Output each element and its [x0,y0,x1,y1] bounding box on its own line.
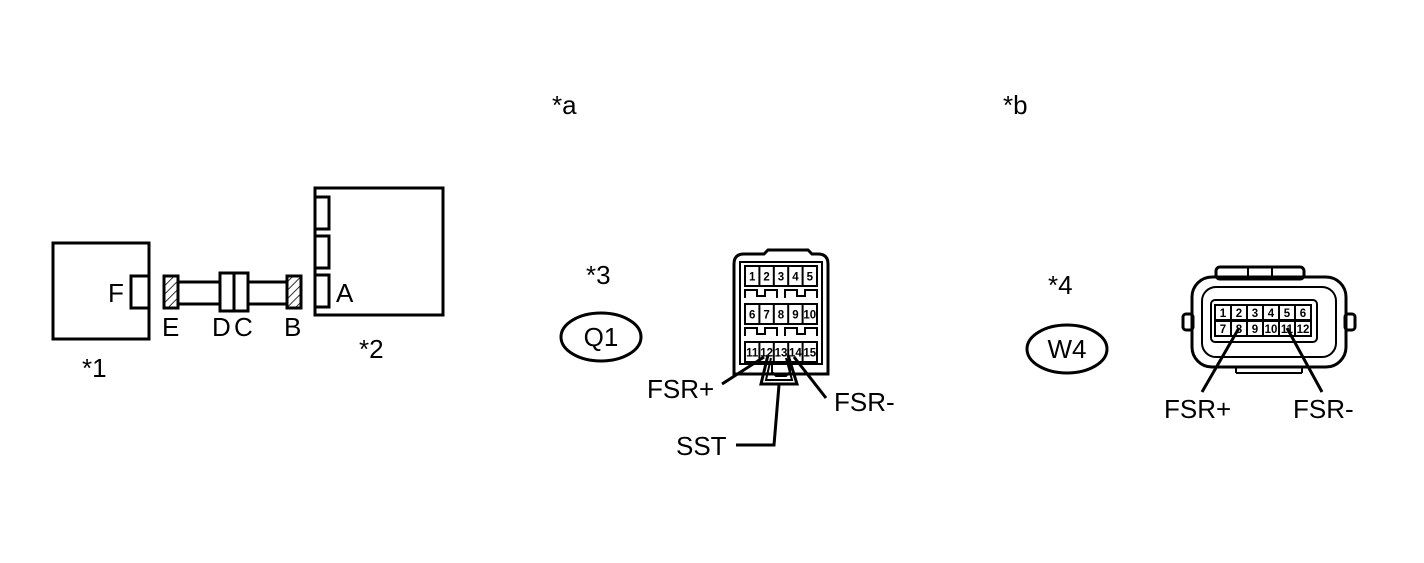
section-a-label: *a [552,90,577,120]
connector-w4-id: W4 [1048,334,1087,364]
w4-pin: 10 [1265,324,1278,336]
q1-pin: 10 [803,310,816,322]
connector-a-label: A [336,278,354,308]
sst-label: SST [676,431,727,461]
connector-f-port [129,274,151,310]
q1-pin: 6 [749,310,755,322]
q1-pin: 11 [746,348,759,360]
component-2-port-1 [313,195,331,231]
connector-q1-id: Q1 [584,322,619,352]
connector-q1-housing [732,248,830,376]
connector-w4-pin-frame [1210,299,1318,343]
harness-section: F *1 E D C B A *2 [51,186,445,383]
connector-w4-ear-left [1181,312,1195,332]
w4-pin: 3 [1252,308,1258,320]
fsr-minus-leader-w4 [1285,327,1324,393]
connector-w4-ear-right [1343,312,1357,332]
w4-pin: 9 [1252,324,1258,336]
connector-w4-section: *b *4 W4 1 2 3 4 5 6 [1003,90,1357,424]
connector-w4-row-1: 1 2 3 4 5 6 [1214,304,1312,321]
connector-a-port [313,273,331,309]
q1-pin: 7 [763,310,769,322]
connector-q1-inner-frame [739,261,823,365]
q1-pin: 1 [749,272,756,284]
component-2-label: *2 [359,334,384,364]
connector-e-label: E [162,312,179,342]
fsr-minus-label-q1: FSR- [834,387,895,417]
w4-pin: 12 [1297,324,1310,336]
w4-pin: 7 [1220,324,1226,336]
q1-pin: 4 [792,272,799,284]
connector-d-body [218,271,236,313]
q1-pin: 9 [792,310,798,322]
fsr-minus-label-w4: FSR- [1293,394,1354,424]
connector-f-label: F [108,278,124,308]
connector-c-label: C [234,312,253,342]
sst-leader [736,384,781,447]
w4-pin: 5 [1284,308,1291,320]
connector-q1-section: *a *3 Q1 1 2 3 4 5 [552,90,895,461]
w4-pin: 6 [1300,308,1306,320]
section-b-label: *b [1003,90,1028,120]
q1-pin: 5 [807,272,814,284]
component-2-body [313,186,445,317]
fsr-plus-label-w4: FSR+ [1164,394,1231,424]
connector-q1-cavities [744,289,818,336]
q1-pin: 3 [778,272,784,284]
q1-pin: 2 [763,272,769,284]
q1-pin: 14 [789,348,802,360]
connector-w4-row-2: 7 8 9 10 11 12 [1214,320,1312,337]
fsr-plus-label-q1: FSR+ [647,374,714,404]
connector-d-label: D [212,312,231,342]
q1-pin: 15 [803,348,816,360]
connector-4-label: *4 [1048,270,1073,300]
fsr-plus-leader-q1 [721,355,765,386]
connector-q1-row-3: 11 12 13 14 15 [744,341,818,363]
connector-w4-inner-frame [1201,286,1337,358]
q1-pin: 8 [778,310,785,322]
connector-c-body [232,271,250,313]
w4-pin: 2 [1236,308,1242,320]
w4-pin: 1 [1220,308,1227,320]
connector-q1-row-1: 1 2 3 4 5 [744,265,818,287]
connector-w4-latch [1214,265,1306,281]
q1-pin: 13 [775,348,788,360]
connector-q1-row-2: 6 7 8 9 10 [744,303,818,325]
connector-q1-id-ellipse [559,311,643,363]
connector-e-hatched [162,274,180,310]
connector-b-hatched [285,274,303,310]
w4-pin: 4 [1268,308,1275,320]
fsr-plus-leader-w4 [1200,327,1241,393]
connector-3-label: *3 [586,260,611,290]
sst-probe [759,354,800,386]
component-2-port-2 [313,234,331,270]
sst-probe-inner [764,357,794,381]
connector-b-label: B [284,312,301,342]
connector-w4-id-ellipse [1025,323,1109,375]
component-1-label: *1 [82,353,107,383]
fsr-minus-leader-q1 [792,356,828,399]
